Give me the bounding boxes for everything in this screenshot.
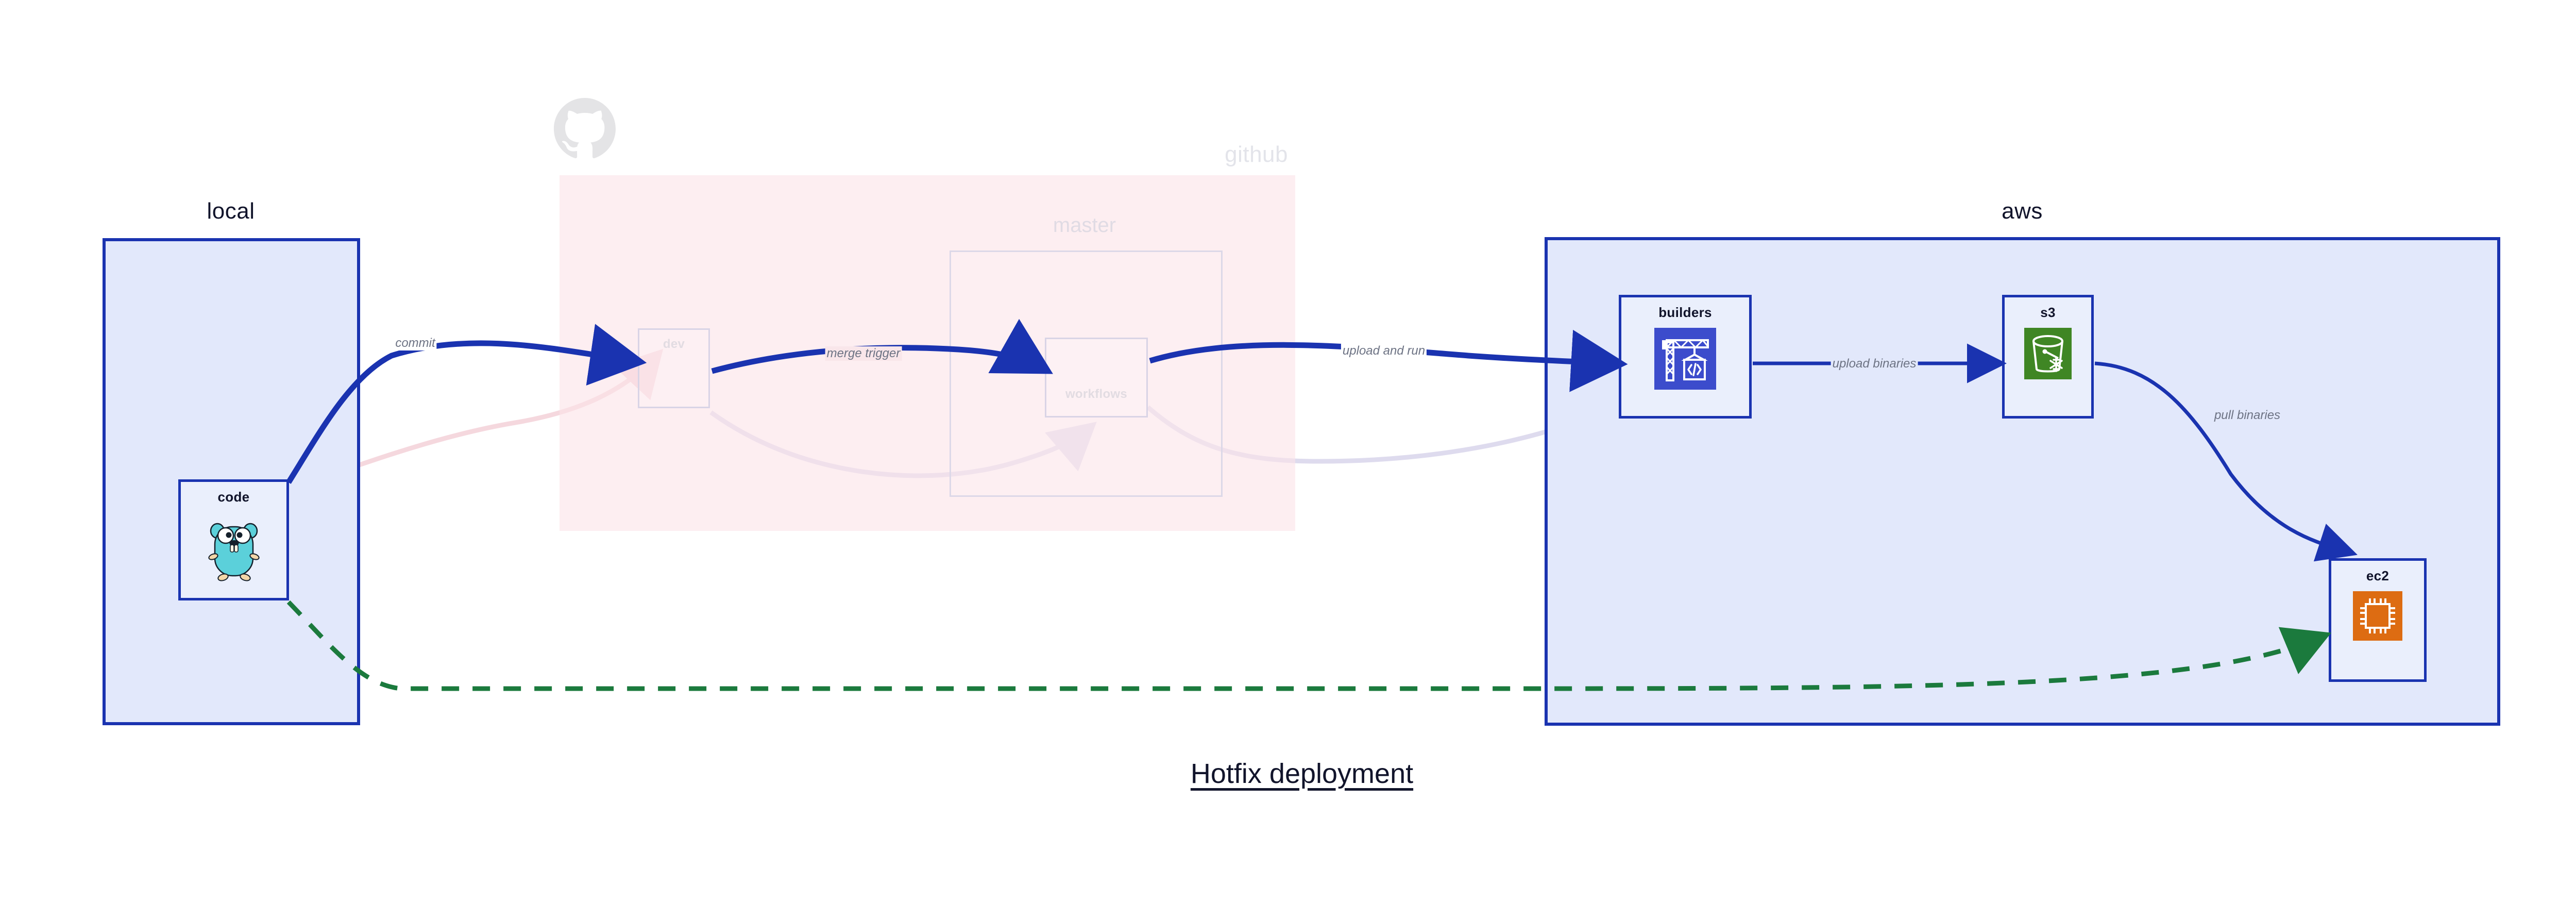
aws-codebuild-icon xyxy=(1654,328,1716,392)
edge-label-upload-and-run: upload and run xyxy=(1341,344,1427,358)
node-label-builders: builders xyxy=(1658,305,1712,320)
node-ec2[interactable]: ec2 xyxy=(2329,558,2427,682)
node-label-ec2: ec2 xyxy=(2366,568,2389,583)
diagram-title: Hotfix deployment xyxy=(1190,758,1414,789)
node-workflows[interactable]: workflows xyxy=(1045,338,1148,417)
node-label-workflows: workflows xyxy=(1065,387,1128,401)
node-builders[interactable]: builders xyxy=(1619,295,1752,419)
aws-s3-glacier-icon xyxy=(2024,328,2072,382)
node-code[interactable]: code xyxy=(178,479,289,600)
node-s3[interactable]: s3 xyxy=(2002,295,2094,419)
edge-label-merge-trigger: merge trigger xyxy=(825,346,902,361)
go-gopher-icon xyxy=(203,512,265,587)
group-title-aws: aws xyxy=(2002,198,2043,224)
edge-label-pull-binaries: pull binaries xyxy=(2214,408,2281,422)
node-label-code: code xyxy=(217,489,250,505)
subgroup-title-master: master xyxy=(1053,214,1116,237)
node-label-s3: s3 xyxy=(2040,305,2056,320)
node-label-dev: dev xyxy=(663,337,685,351)
edge-label-commit: commit xyxy=(394,336,437,350)
node-dev[interactable]: dev xyxy=(638,328,710,408)
group-title-local: local xyxy=(207,198,255,224)
edge-label-upload-binaries: upload binaries xyxy=(1831,357,1918,371)
group-title-github: github xyxy=(1225,142,1288,167)
github-octocat-logo xyxy=(554,98,616,160)
aws-ec2-icon xyxy=(2353,591,2402,643)
